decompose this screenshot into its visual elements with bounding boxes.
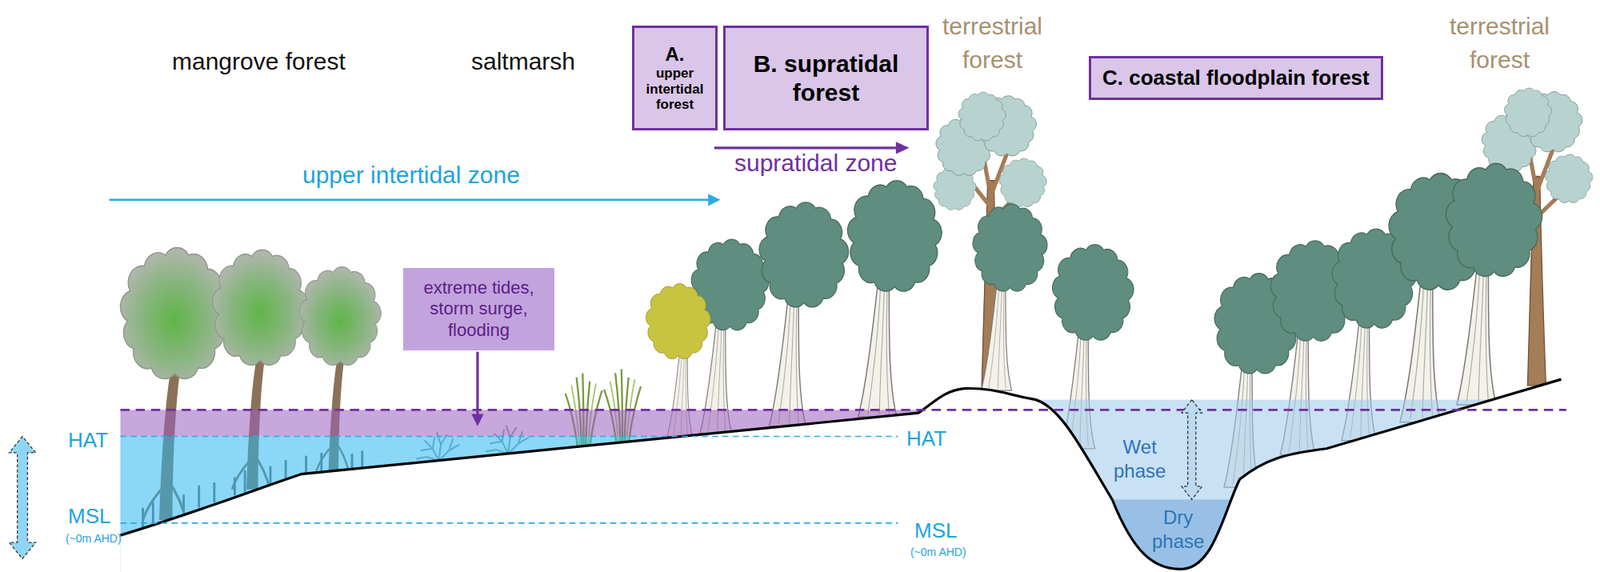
callout-arrow-line — [476, 352, 479, 416]
ground-fill — [120, 379, 1600, 572]
tidal-range-arrow — [8, 436, 36, 559]
zone-arrow-label: upper intertidal zone — [302, 161, 520, 190]
zone-arrow-line — [714, 146, 899, 149]
callout-box: extreme tides, storm surge, flooding — [403, 268, 555, 351]
hat-line — [120, 436, 899, 438]
tide-level-label: MSL — [914, 519, 957, 544]
ground-line — [120, 379, 1562, 569]
msl-line — [120, 522, 899, 524]
zone-name: saltmarsh — [471, 48, 576, 76]
node-text: B. supratidal forest — [730, 49, 922, 108]
paperbark-tree — [759, 202, 849, 427]
wet-dry-arrow — [1181, 400, 1203, 500]
zone-arrow-head — [708, 193, 720, 206]
tide-level-label: HAT — [68, 428, 108, 453]
tide-level-label: MSL — [68, 504, 111, 529]
extreme-level-line — [120, 408, 1567, 412]
zone-arrow-head — [896, 141, 910, 154]
tide-level-label: HAT — [906, 427, 947, 452]
node-text: A. — [665, 43, 685, 66]
forest-name: terrestrial forest — [942, 9, 1043, 77]
zone-box: B. supratidal forest — [723, 25, 929, 131]
zone-box: A.upper intertidal forest — [632, 25, 718, 131]
node-text: extreme tides, storm surge, flooding — [408, 277, 549, 341]
forest-name: terrestrial forest — [1449, 9, 1550, 77]
zone-box: C. coastal floodplain forest — [1088, 56, 1384, 100]
phase-label: Dry phase — [1152, 505, 1204, 554]
zone-arrow-label: supratidal zone — [734, 149, 897, 178]
zone-name: mangrove forest — [172, 48, 346, 76]
callout-arrow-head — [471, 413, 484, 426]
paperbark-tree — [847, 180, 942, 417]
paperbark-tree — [1445, 163, 1542, 405]
datum-note: (~0m AHD) — [910, 545, 967, 559]
node-text: C. coastal floodplain forest — [1102, 65, 1370, 91]
datum-note: (~0m AHD) — [65, 532, 122, 545]
paperbark-tree — [972, 204, 1048, 391]
phase-label: Wet phase — [1113, 435, 1166, 484]
zone-arrow-line — [108, 199, 710, 202]
node-text: upper intertidal forest — [646, 65, 704, 113]
